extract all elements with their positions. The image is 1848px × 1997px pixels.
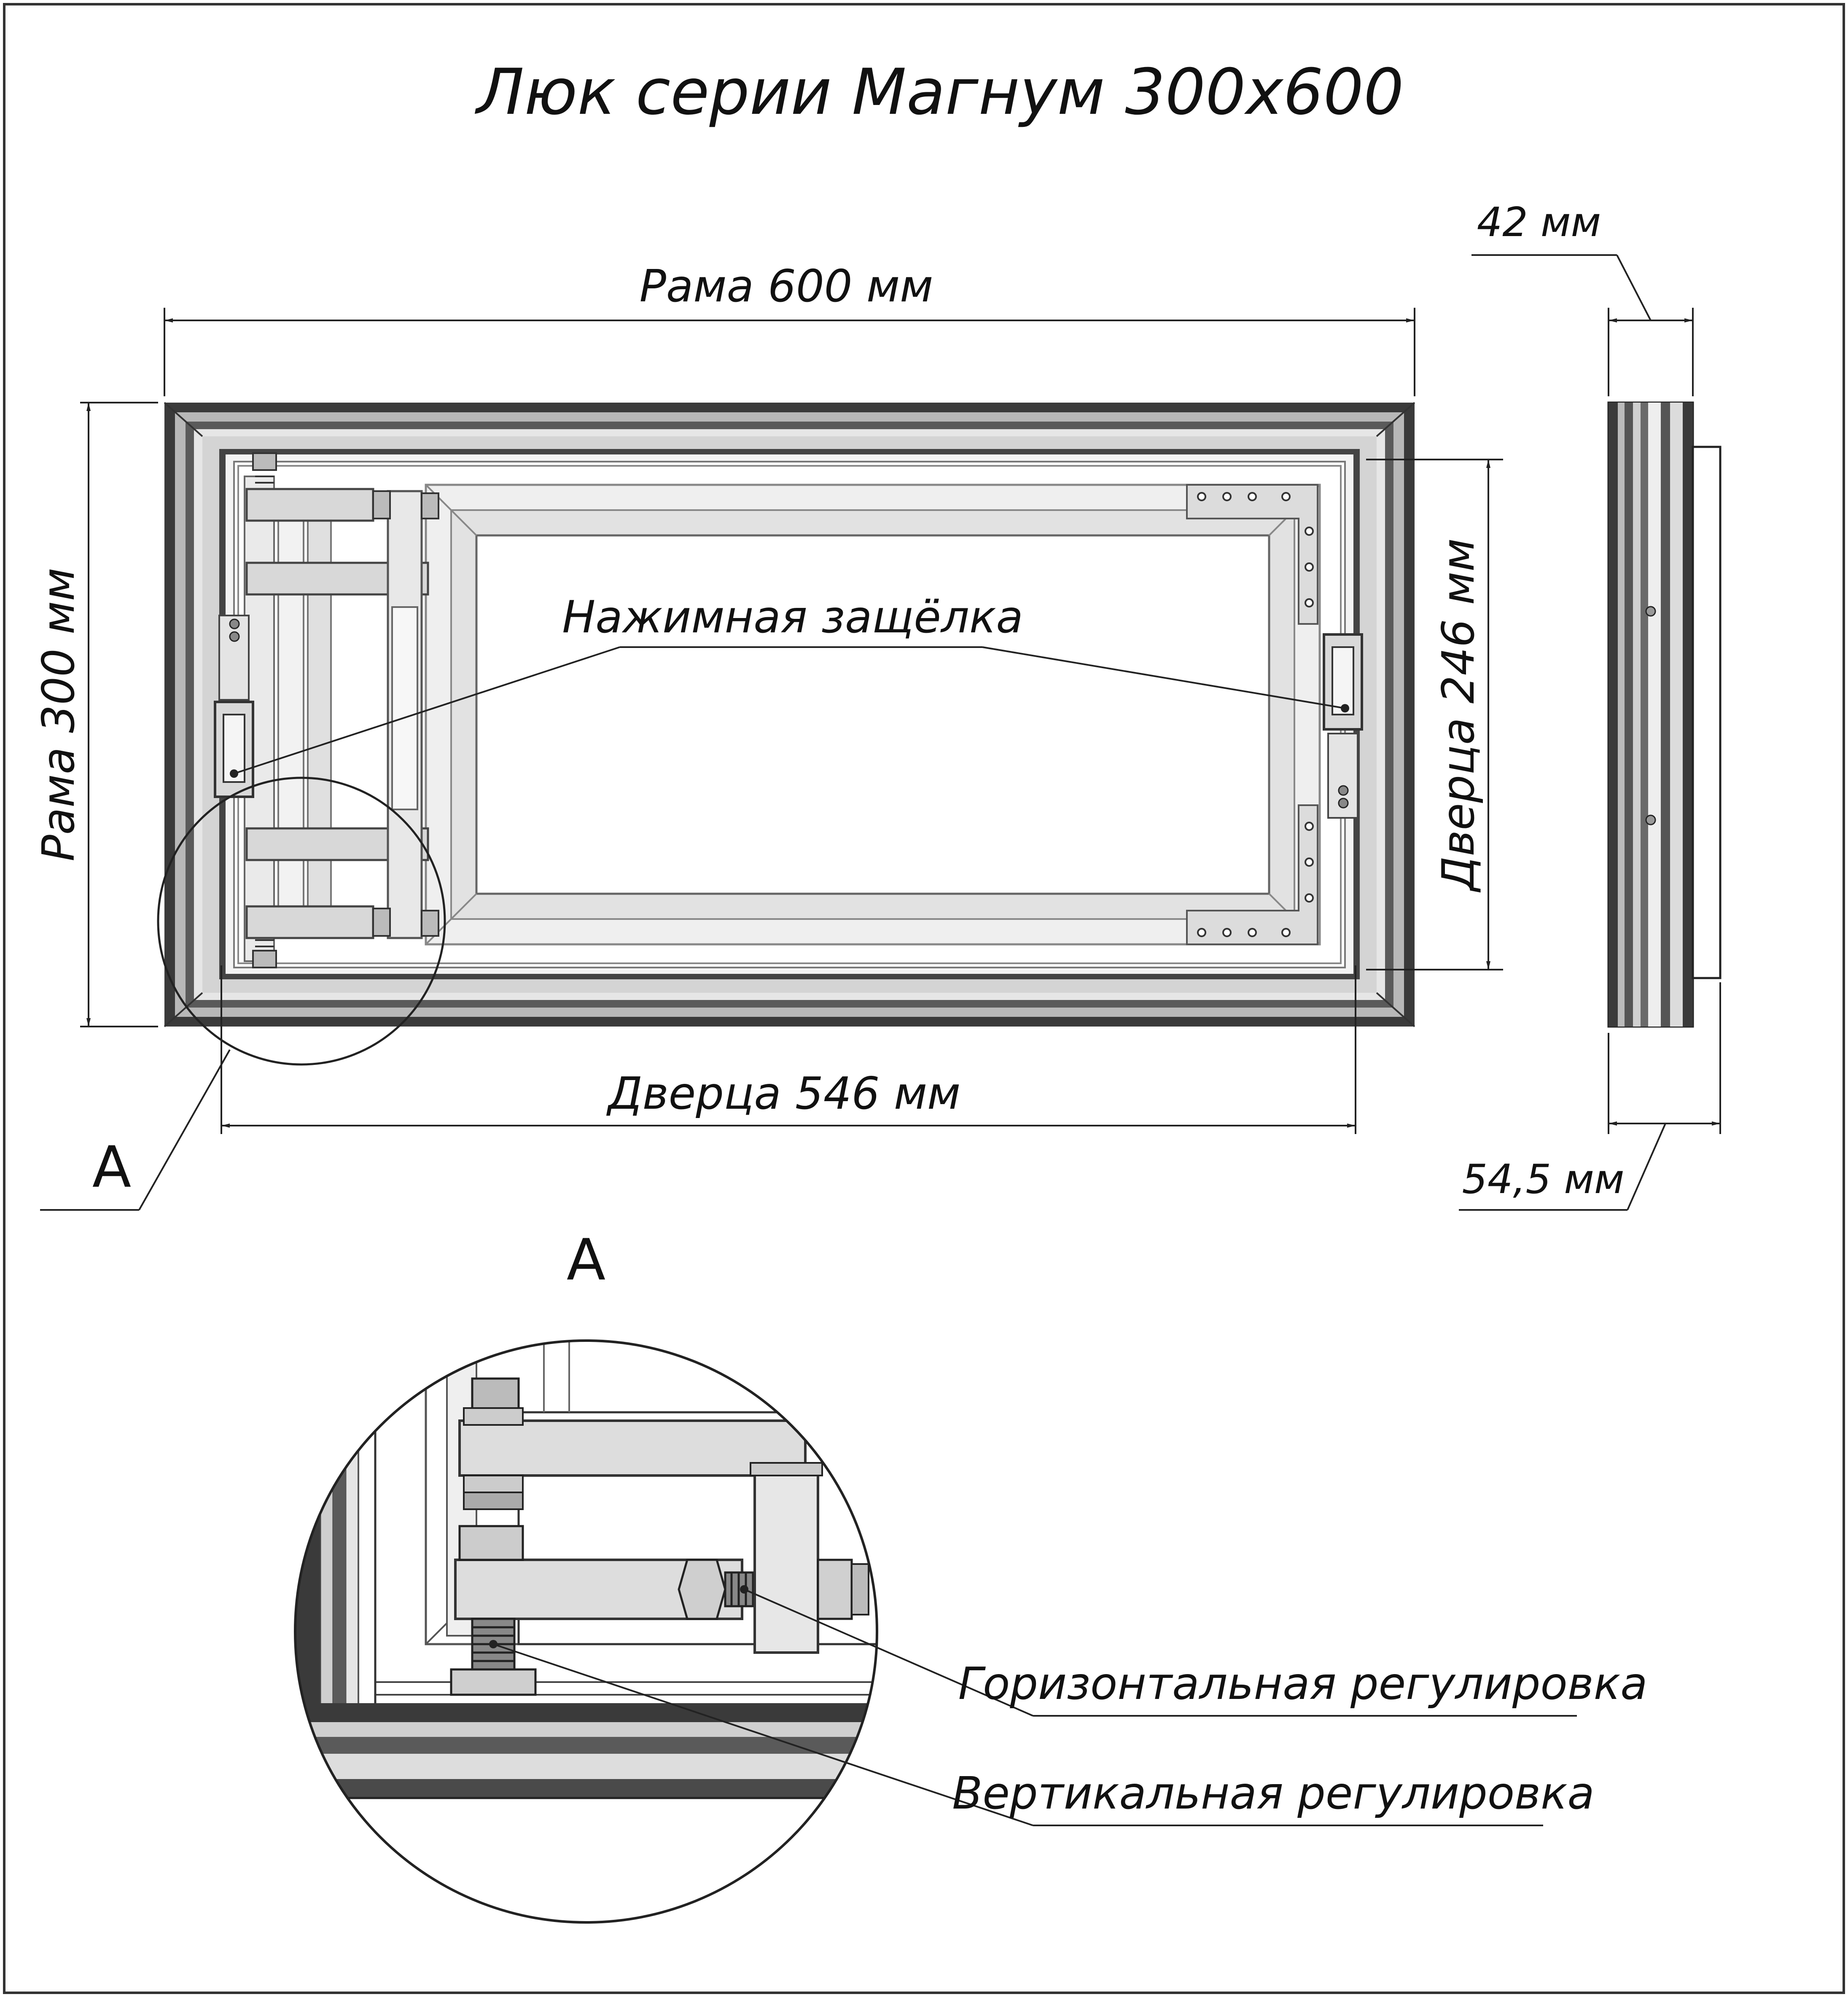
dimension-frame-width: Рама 600 мм [640, 261, 933, 312]
vertical-adjust-label: Вертикальная регулировка [952, 1768, 1594, 1819]
dimensions: Рама 600 мм Рама 300 мм Дверца 546 мм Дв… [33, 261, 1503, 1211]
side-view: 42 мм 54,5 мм [1459, 199, 1722, 1211]
push-latch-callout: Нажимная защёлка [230, 591, 1349, 778]
detail-a-circle [157, 777, 446, 1066]
horizontal-adjust-label: Горизонтальная регулировка [958, 1658, 1648, 1709]
adjustment-callouts: Горизонтальная регулировка Вертикальная … [489, 1585, 1648, 1826]
dimension-depth-bottom: 54,5 мм [1462, 1156, 1624, 1203]
dimension-depth-top: 42 мм [1477, 199, 1601, 246]
dimension-door-width: Дверца 546 мм [606, 1068, 961, 1119]
page-title: Люк серии Магнум 300х600 [474, 56, 1404, 129]
dimension-door-height: Дверца 246 мм [1433, 538, 1484, 893]
front-view [164, 402, 1415, 1027]
dimension-frame-height: Рама 300 мм [33, 568, 84, 862]
sheet-border [3, 3, 1845, 1994]
detail-a-frame [294, 1339, 878, 1924]
detail-a-view [295, 1341, 877, 1922]
detail-title: А [567, 1227, 605, 1293]
push-latch-label: Нажимная защёлка [562, 591, 1023, 643]
detail-marker: А [92, 1134, 131, 1200]
